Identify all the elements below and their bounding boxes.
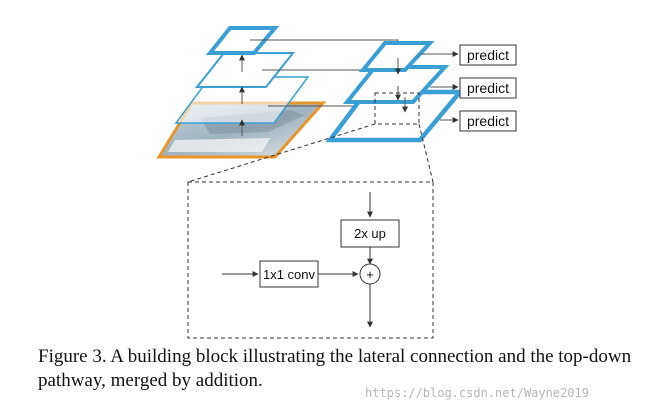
- upsample-box: 2x up: [340, 219, 400, 248]
- bottom-up-level-3: [205, 26, 280, 55]
- fpn-diagram: predict predict predict 2x up 1x1 conv +: [156, 26, 517, 339]
- svg-text:predict: predict: [467, 47, 509, 63]
- top-down-level-2: [342, 65, 450, 104]
- top-down-level-3: [358, 41, 435, 72]
- watermark: https://blog.csdn.net/Wayne2019: [365, 386, 589, 400]
- predict-box-3: predict: [459, 110, 517, 132]
- bottom-up-level-2: [194, 52, 296, 88]
- svg-text:predict: predict: [467, 80, 509, 96]
- figure-caption: Figure 3. A building block illustrating …: [38, 346, 632, 391]
- addition-node: +: [359, 263, 381, 285]
- predict-box-1: predict: [459, 44, 517, 66]
- svg-text:1x1 conv: 1x1 conv: [263, 267, 316, 282]
- predict-box-2: predict: [459, 77, 517, 99]
- svg-text:+: +: [366, 267, 374, 282]
- zoom-region: [374, 92, 420, 125]
- svg-text:2x up: 2x up: [354, 226, 386, 241]
- zoom-expansion-lines: [187, 123, 434, 183]
- svg-text:predict: predict: [467, 113, 509, 129]
- conv-box: 1x1 conv: [259, 260, 319, 288]
- building-block-frame: [187, 181, 434, 339]
- predict-arrows: [420, 51, 459, 123]
